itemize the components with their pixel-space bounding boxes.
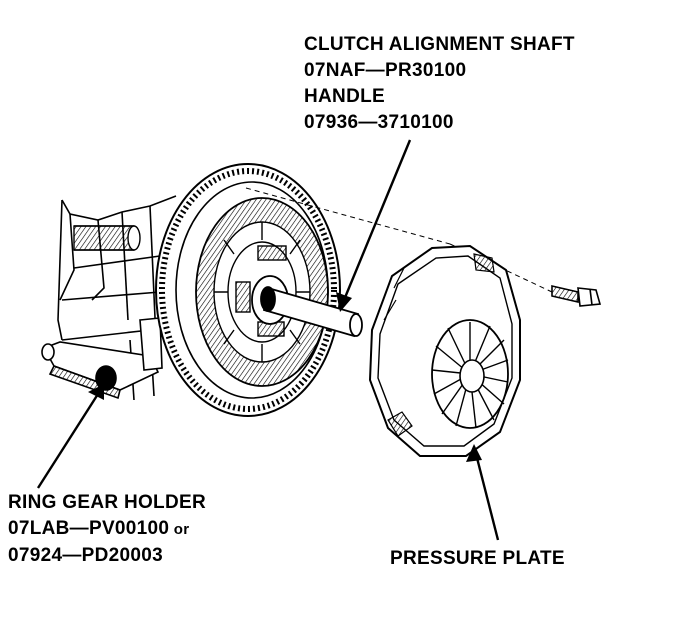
handle-part-number: 07936—3710100 <box>304 112 454 133</box>
shaft-arrowhead <box>336 292 352 312</box>
holder-part-number-row: 07LAB—PV00100 or <box>8 516 206 543</box>
shaft-leader <box>342 139 412 301</box>
holder-or-text: or <box>169 521 190 538</box>
plate-name: PRESSURE PLATE <box>390 548 565 569</box>
handle-name: HANDLE <box>304 86 385 107</box>
alignment-shaft <box>260 286 363 338</box>
bolt <box>551 284 602 307</box>
threaded-stud <box>73 225 141 251</box>
plate-arrowhead <box>466 444 482 462</box>
holder-part-number: 07LAB—PV00100 <box>8 518 170 539</box>
shaft-name: CLUTCH ALIGNMENT SHAFT <box>304 34 575 55</box>
ring-gear-holder-label: RING GEAR HOLDER 07LAB—PV00100 or 07924—… <box>8 490 206 569</box>
leader-arrows <box>36 139 500 541</box>
holder-leader <box>36 393 100 489</box>
holder-name: RING GEAR HOLDER <box>8 492 206 513</box>
shaft-part-number: 07NAF—PR30100 <box>304 60 467 81</box>
plate-leader <box>474 453 500 541</box>
holder-arrowhead <box>88 384 104 400</box>
pressure-plate-label: PRESSURE PLATE <box>390 546 565 572</box>
ring-gear-holder-tool <box>41 317 163 400</box>
pressure-plate <box>368 244 521 457</box>
holder-alt-part-number: 07924—PD20003 <box>8 545 163 566</box>
clutch-alignment-shaft-label: CLUTCH ALIGNMENT SHAFT 07NAF—PR30100 HAN… <box>304 32 575 136</box>
